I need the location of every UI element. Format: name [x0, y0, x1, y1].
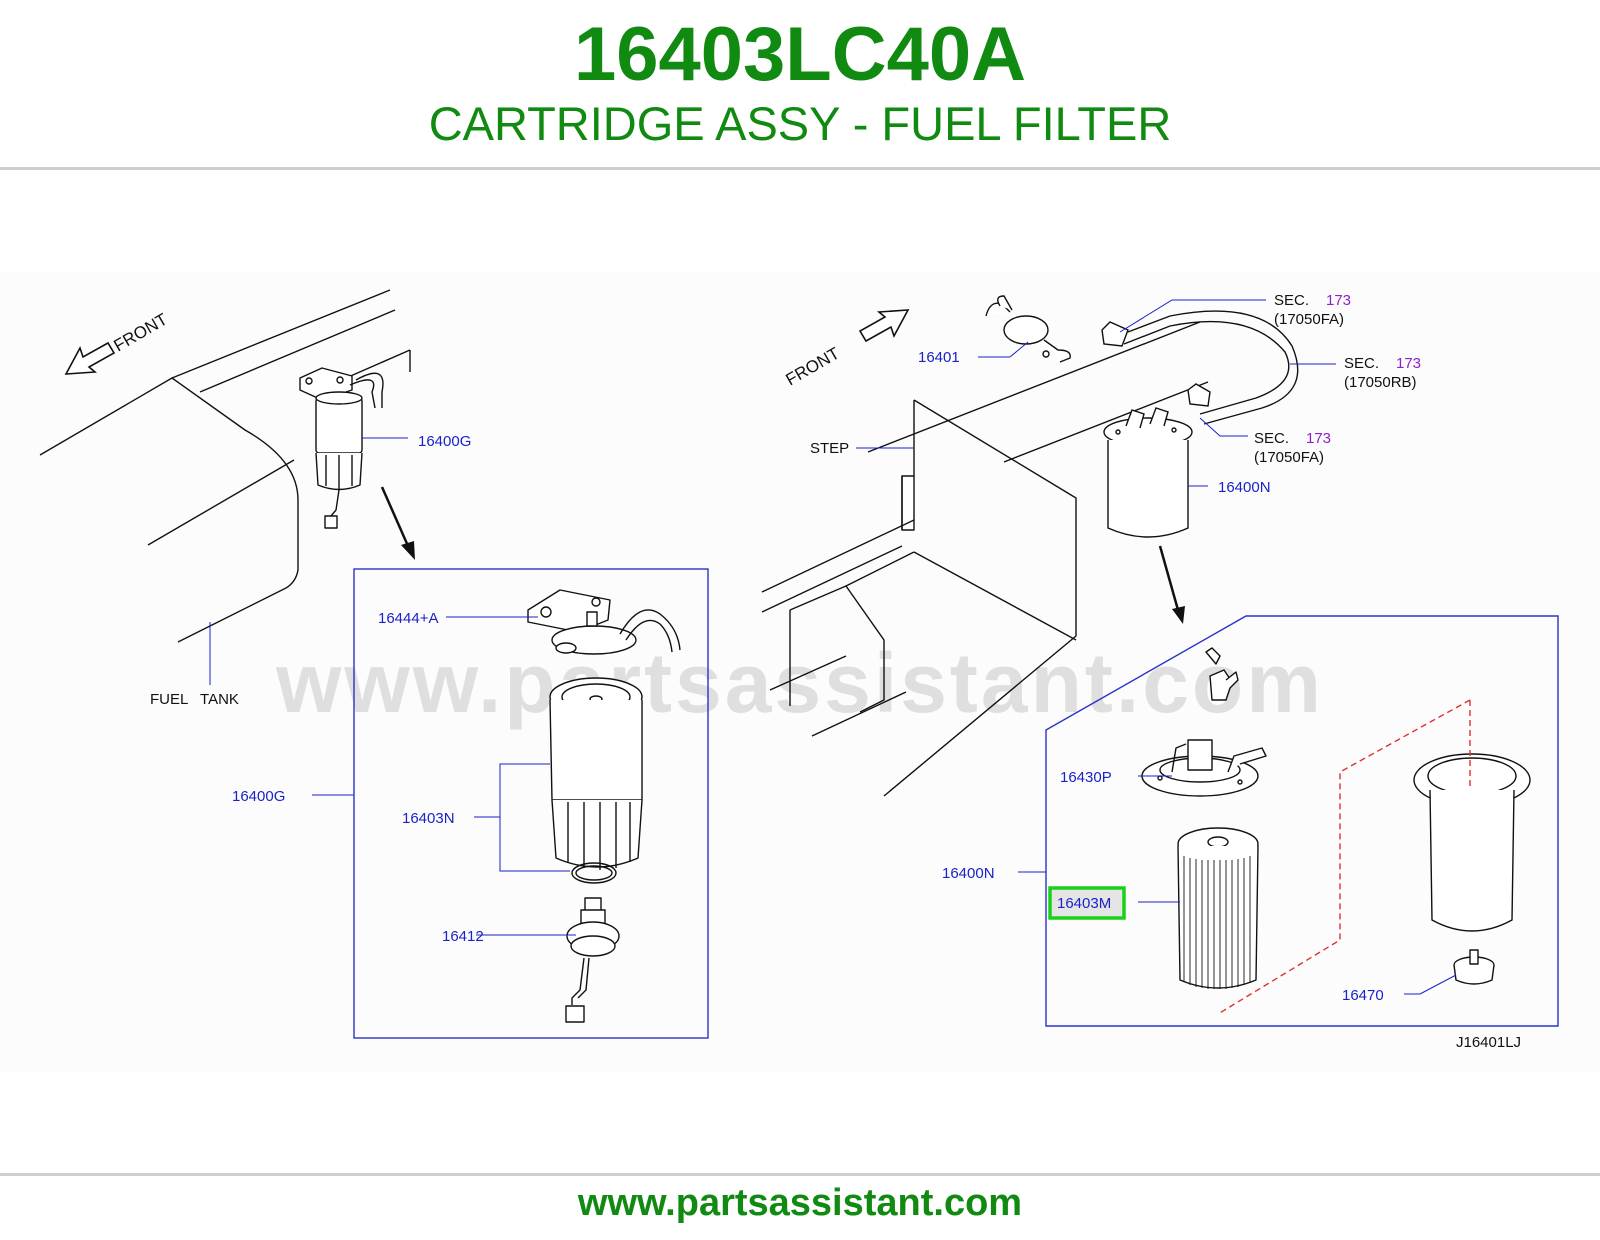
callout-16400g-top: 16400G — [418, 433, 471, 450]
detail-box-left — [353, 568, 709, 1039]
step-panel — [761, 321, 1209, 797]
leader-lines-left — [446, 616, 576, 936]
fuel-line-hose — [1101, 310, 1299, 425]
bracket-16444a — [527, 589, 681, 655]
sec-num-2: 173 — [1396, 355, 1421, 372]
sensor-16412 — [565, 897, 620, 1023]
part-number-title: 16403LC40A — [573, 12, 1027, 97]
detail-box-right — [1045, 615, 1559, 1027]
callout-16400n-top: 16400N — [1218, 479, 1271, 496]
hose-16401 — [985, 295, 1071, 363]
watermark: www.partsassistant.com — [275, 636, 1324, 730]
step-label: STEP — [810, 440, 849, 457]
fuel-tank — [39, 377, 299, 643]
assembly-dashed-line — [1217, 699, 1471, 1015]
fuel-tank-label: FUEL TANK — [150, 691, 239, 708]
callout-16403m[interactable]: 16403M — [1057, 895, 1111, 912]
o-ring — [571, 862, 617, 884]
callout-16403n: 16403N — [402, 810, 455, 827]
arrow-down-left — [380, 486, 415, 560]
front-arrow-right — [858, 309, 910, 343]
sec-ref-3: (17050FA) — [1254, 449, 1324, 466]
sec-num-1: 173 — [1326, 292, 1351, 309]
part-name-subtitle: CARTRIDGE ASSY - FUEL FILTER — [428, 97, 1172, 150]
sec-label-3: SEC. — [1254, 430, 1289, 447]
drawing-id: J16401LJ — [1456, 1034, 1521, 1051]
sec-label-2: SEC. — [1344, 355, 1379, 372]
sec-label-1: SEC. — [1274, 292, 1309, 309]
filter-16403n — [549, 677, 643, 870]
callout-16470: 16470 — [1342, 987, 1384, 1004]
clip-part — [1205, 647, 1239, 701]
callout-16430p: 16430P — [1060, 769, 1112, 786]
footer-divider — [0, 1173, 1600, 1176]
callout-16444a: 16444+A — [378, 610, 438, 627]
callout-16401: 16401 — [918, 349, 960, 366]
callout-16412: 16412 — [442, 928, 484, 945]
header-divider — [0, 167, 1600, 170]
sec-num-3: 173 — [1306, 430, 1331, 447]
sec-ref-1: (17050FA) — [1274, 311, 1344, 328]
filter-assy-small-right — [1103, 407, 1193, 538]
cartridge-16403m — [1177, 827, 1259, 989]
leader-lines-right — [1138, 775, 1457, 995]
callout-16400n-box: 16400N — [942, 865, 995, 882]
filter-assy-small-left — [299, 367, 384, 529]
highlighted-callout-16403m[interactable]: 16403M — [1048, 886, 1126, 920]
filter-housing — [1413, 753, 1531, 932]
section-leaders — [1119, 299, 1336, 437]
arrow-down-right — [1158, 545, 1185, 624]
footer-site-link[interactable]: www.partsassistant.com — [577, 1182, 1023, 1224]
sec-ref-2: (17050RB) — [1344, 374, 1417, 391]
front-arrow-left — [64, 341, 116, 375]
head-16430p — [1141, 739, 1267, 797]
callout-16400g-box: 16400G — [232, 788, 285, 805]
plug-16470 — [1453, 949, 1495, 985]
frame-rails-left — [171, 289, 411, 393]
